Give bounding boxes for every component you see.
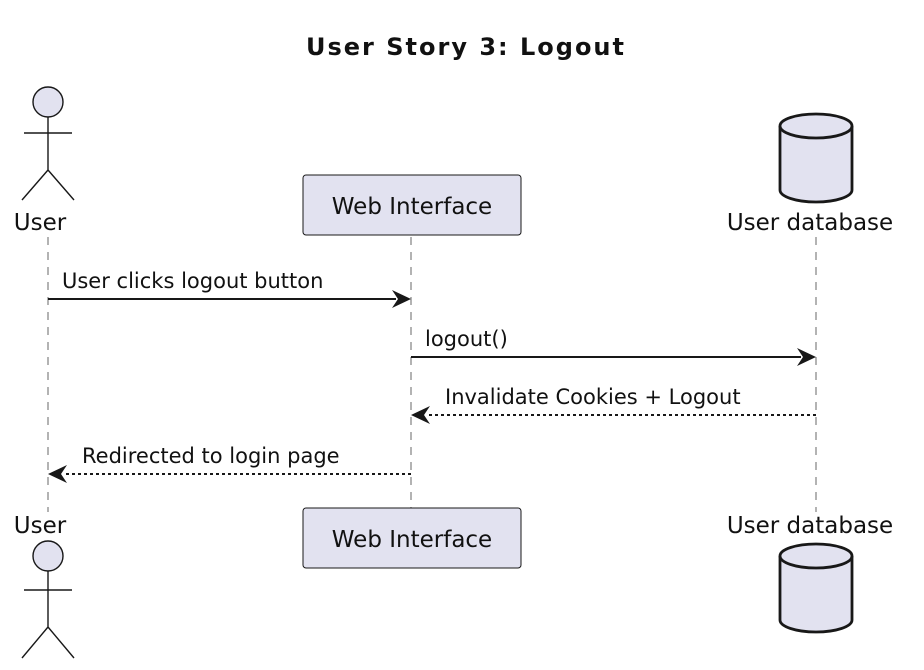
participant-web-interface-top: Web Interface	[302, 174, 522, 236]
arrowhead-icon	[392, 290, 411, 308]
message-2: logout()	[411, 327, 816, 366]
participant-label-user-database-bottom: User database	[727, 513, 893, 539]
participant-label-user-top: User	[14, 210, 67, 236]
actor-head-icon	[32, 540, 64, 572]
message-3: Invalidate Cookies + Logout	[411, 385, 816, 424]
actor-head-icon	[32, 86, 64, 118]
actor-user-bottom	[21, 540, 75, 659]
arrowhead-icon	[411, 406, 430, 424]
arrowhead-icon	[48, 465, 67, 483]
database-icon-bottom	[778, 542, 854, 634]
participant-label-user-bottom: User	[14, 513, 67, 539]
actor-body-icon	[21, 117, 75, 201]
participant-label-user-database-top: User database	[727, 210, 893, 236]
message-1: User clicks logout button	[48, 269, 411, 308]
message-label-1: User clicks logout button	[62, 269, 323, 293]
message-label-4: Redirected to login page	[82, 444, 340, 468]
actor-body-icon	[21, 571, 75, 659]
participant-label-web-interface-top: Web Interface	[332, 194, 492, 220]
diagram-title: User Story 3: Logout	[306, 33, 626, 61]
message-4: Redirected to login page	[48, 444, 411, 483]
participant-label-web-interface-bottom: Web Interface	[332, 527, 492, 553]
actor-user-top	[21, 86, 75, 201]
database-icon-top	[778, 112, 854, 204]
arrowhead-icon	[797, 348, 816, 366]
message-label-3: Invalidate Cookies + Logout	[445, 385, 741, 409]
message-label-2: logout()	[425, 327, 508, 351]
participant-web-interface-bottom: Web Interface	[302, 507, 522, 569]
